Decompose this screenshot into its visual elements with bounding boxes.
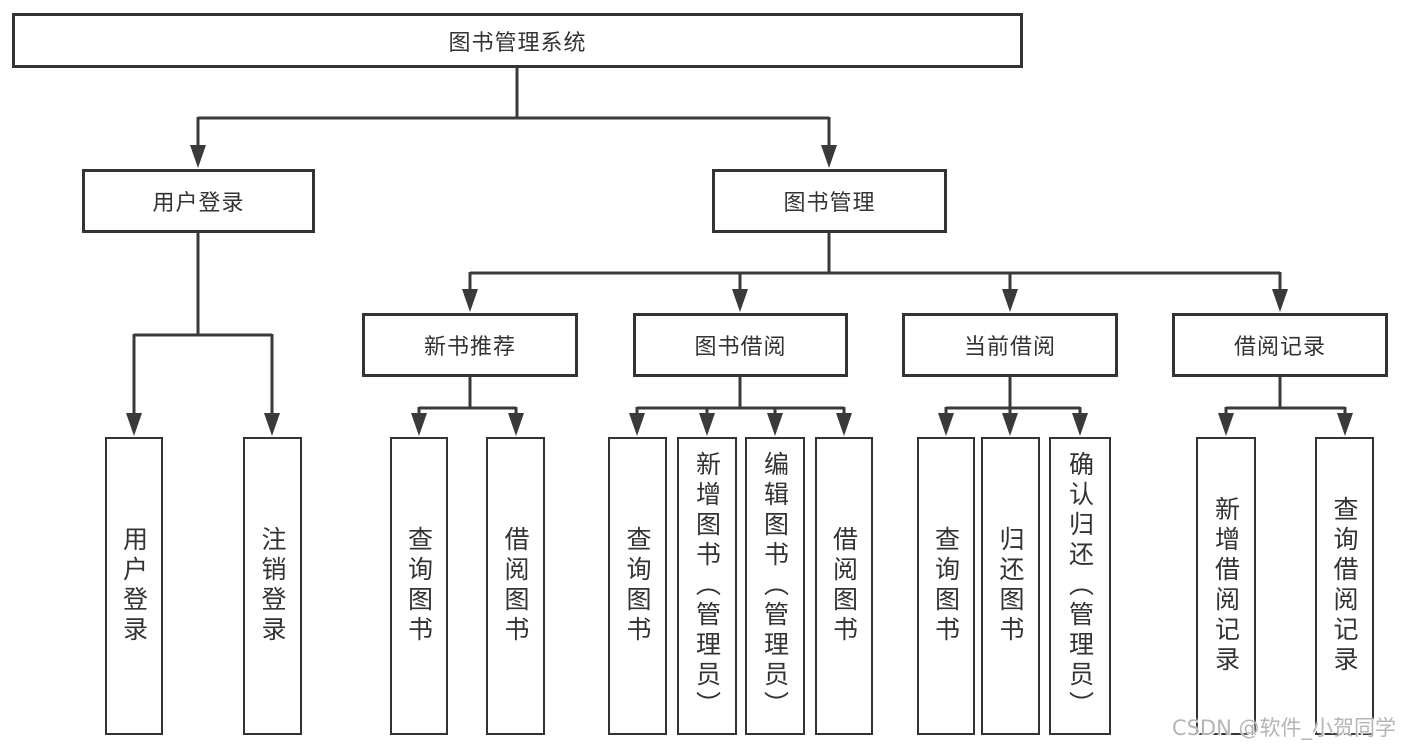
node-library-system: 图书管理系统 [12,13,1023,68]
node-user-login-label: 用户登录 [152,191,245,216]
connector-records-group [1224,377,1347,414]
leaf-borrow-books-recommend: 借阅图书 [486,437,545,735]
leaf-confirm-return-admin-label: 确认归还（管理员） [1065,451,1095,721]
connector-recommend-group [417,377,518,414]
leaf-query-books-recommend: 查询图书 [390,437,448,735]
node-current-borrow-label: 当前借阅 [963,335,1056,360]
leaf-return-books-label: 归还图书 [996,526,1025,646]
node-book-management: 图书管理 [712,169,947,233]
leaf-logout: 注销登录 [243,437,302,735]
leaf-query-books-current: 查询图书 [917,437,975,735]
leaf-confirm-return-admin: 确认归还（管理员） [1049,437,1111,735]
arrowheads-leaves [411,413,1353,436]
arrowheads-level3 [462,289,1288,312]
leaf-query-borrow-record-label: 查询借阅记录 [1330,496,1359,676]
node-book-borrow-label: 图书借阅 [694,335,787,360]
node-new-book-recommend-label: 新书推荐 [423,335,516,360]
node-borrow-records-label: 借阅记录 [1233,335,1326,360]
node-book-management-label: 图书管理 [783,191,876,216]
leaf-add-book-admin-label: 新增图书（管理员） [692,451,722,721]
node-library-system-label: 图书管理系统 [448,30,587,56]
connector-book-management-to-level3 [468,233,1282,290]
leaf-edit-book-admin: 编辑图书（管理员） [745,437,805,735]
connector-borrow-group [635,377,846,414]
leaf-query-books-borrow-label: 查询图书 [623,526,652,646]
leaf-add-book-admin: 新增图书（管理员） [677,437,737,735]
leaf-return-books: 归还图书 [981,437,1040,735]
node-book-borrow: 图书借阅 [633,313,848,377]
leaf-borrow-books-label: 借阅图书 [829,526,859,646]
leaf-user-login: 用户登录 [105,437,163,735]
leaf-add-borrow-record-label: 新增借阅记录 [1211,496,1241,676]
arrowheads-level2 [190,145,837,168]
leaf-logout-label: 注销登录 [258,526,287,646]
leaf-borrow-books: 借阅图书 [815,437,873,735]
connector-user-login-to-leaves [132,233,274,414]
node-user-login: 用户登录 [82,169,315,233]
leaf-query-books-borrow: 查询图书 [608,437,667,735]
leaf-query-borrow-record: 查询借阅记录 [1315,437,1374,735]
arrowheads-user-login-leaves [126,413,280,436]
leaf-edit-book-admin-label: 编辑图书（管理员） [760,451,790,721]
connector-current-group [944,377,1082,414]
node-borrow-records: 借阅记录 [1172,313,1388,377]
leaf-borrow-books-recommend-label: 借阅图书 [501,526,530,646]
leaf-query-books-current-label: 查询图书 [931,526,961,646]
connector-root-to-level2 [196,68,831,146]
csdn-watermark: CSDN @软件_小贺同学 [1171,716,1396,740]
leaf-add-borrow-record: 新增借阅记录 [1196,437,1256,735]
leaf-query-books-recommend-label: 查询图书 [404,526,434,646]
leaf-user-login-label: 用户登录 [119,526,149,646]
node-new-book-recommend: 新书推荐 [362,313,578,377]
node-current-borrow: 当前借阅 [902,313,1118,377]
